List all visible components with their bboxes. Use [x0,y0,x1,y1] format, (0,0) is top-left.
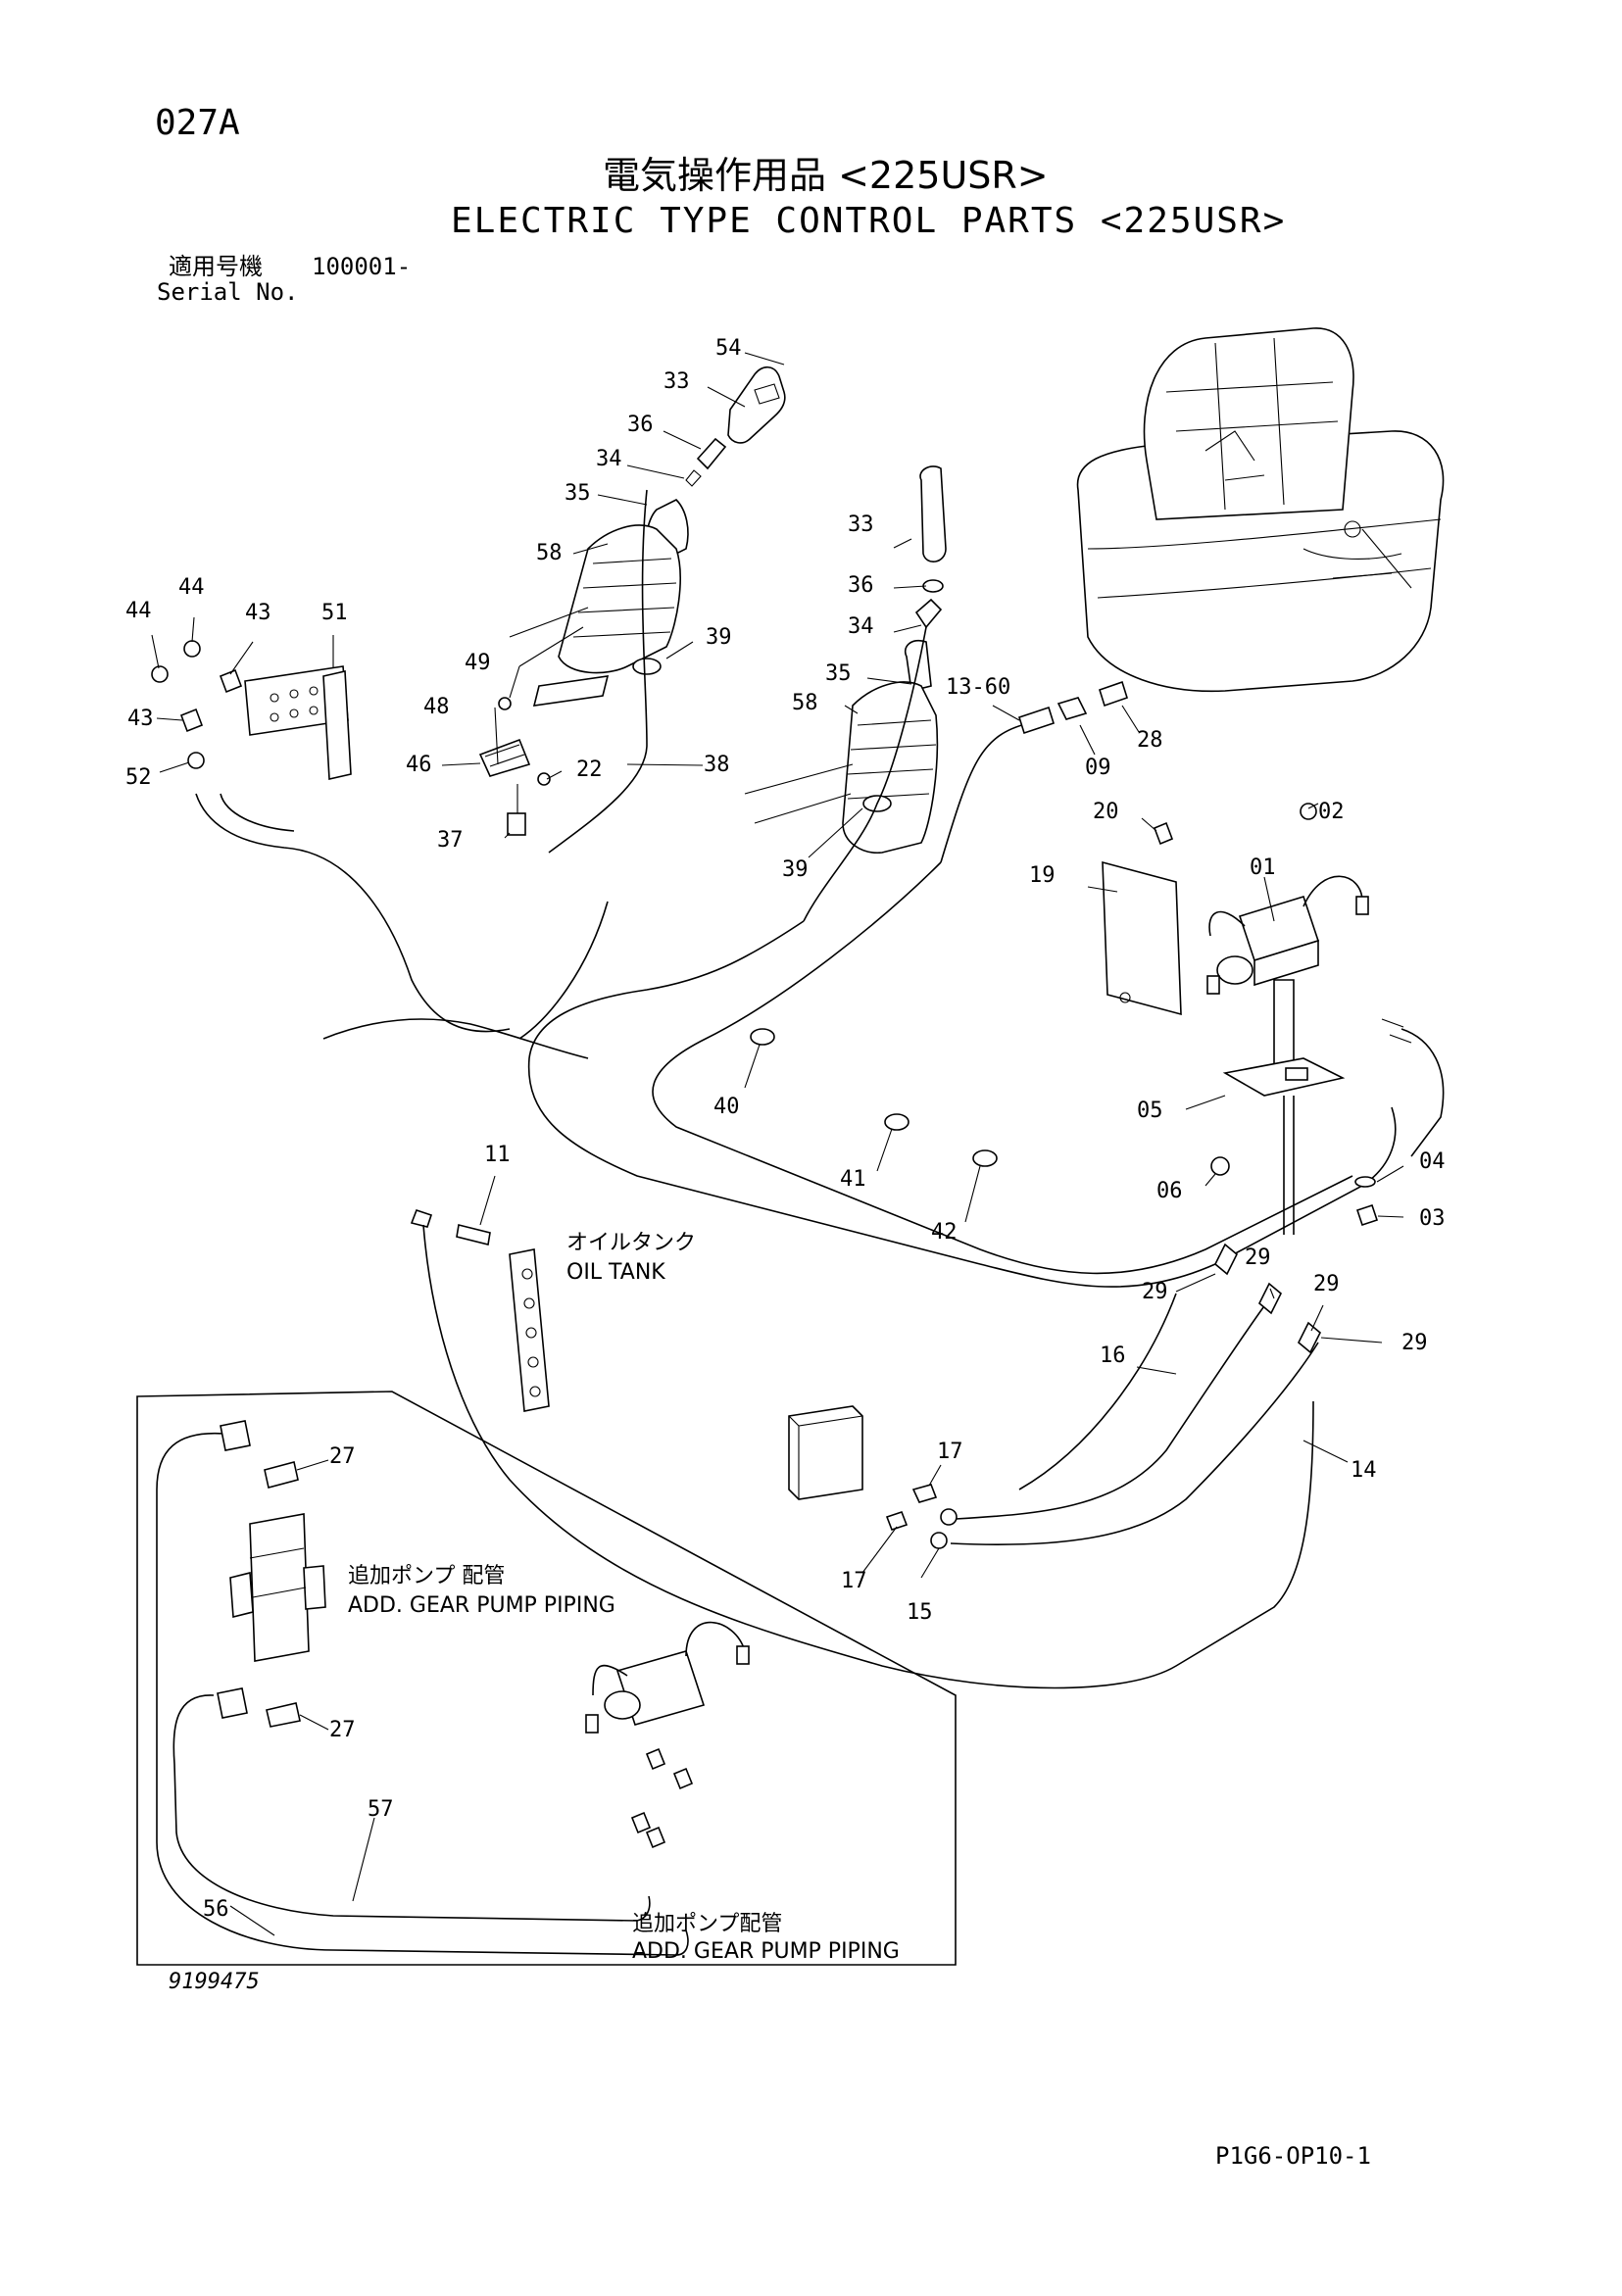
callout-52: 52 [125,765,152,790]
callout-34-lower: 34 [848,614,874,639]
annotations: オイルタンク OIL TANK 追加ポンプ 配管 ADD. GEAR PUMP … [348,1231,900,1964]
callout-14: 14 [1351,1458,1377,1483]
callout-01: 01 [1250,855,1276,880]
add-gear-pump-inset [136,1391,957,1966]
callout-39-lower: 39 [782,857,809,882]
sheet-code: P1G6-OP10-1 [1215,2142,1371,2170]
callout-29-c: 29 [1313,1272,1340,1296]
callout-35-lower: 35 [825,661,852,686]
callout-28: 28 [1137,728,1163,753]
callout-27-bottom: 27 [329,1718,356,1742]
callout-06: 06 [1156,1179,1183,1203]
callout-39-upper: 39 [706,625,732,650]
callout-54: 54 [715,336,742,361]
drawing-number: 9199475 [169,1970,260,1994]
cab-illustration [1076,327,1445,693]
oil-tank-label-jp: オイルタンク [566,1231,696,1255]
add-pump-label-en-2: ADD. GEAR PUMP PIPING [632,1939,900,1964]
callout-11: 11 [484,1143,511,1167]
callout-29-d: 29 [1401,1331,1428,1355]
callout-42: 42 [931,1220,958,1245]
callout-09: 09 [1085,756,1111,780]
callout-29-a: 29 [1245,1246,1271,1270]
add-pump-label-en-1: ADD. GEAR PUMP PIPING [348,1593,615,1618]
callout-43-left: 43 [127,707,154,731]
callout-44-top: 44 [178,575,205,600]
callout-58-upper: 58 [536,541,563,565]
callout-36-upper: 36 [627,413,654,437]
callout-36-lower: 36 [848,573,874,598]
callout-04: 04 [1419,1149,1446,1174]
serial-number-value: 100001- [312,253,412,280]
serial-label-japanese: 適用号機 [169,253,263,280]
add-pump-label-jp-2: 追加ポンプ配管 [632,1912,782,1936]
page-code: 027A [155,103,240,143]
callout-48: 48 [423,695,450,719]
callout-17-bottom: 17 [841,1569,867,1593]
callout-03: 03 [1419,1206,1446,1231]
callout-17-top: 17 [937,1440,963,1464]
callout-43-top: 43 [245,601,271,625]
callout-34-upper: 34 [596,447,622,471]
page-title-english: ELECTRIC TYPE CONTROL PARTS <225USR> [451,201,1287,241]
callout-58-lower: 58 [792,691,818,715]
serial-label-english: Serial No. [157,278,299,306]
leader-lines [151,352,1404,1936]
callout-29-b: 29 [1142,1280,1168,1304]
right-joystick-assembly [478,366,786,854]
callout-35-upper: 35 [565,481,591,506]
callout-51: 51 [321,601,348,625]
callout-16: 16 [1100,1343,1126,1368]
page-title-japanese: 電気操作用品 <225USR> [603,154,1049,197]
part-callouts: 54 33 36 34 35 58 49 39 48 46 22 38 37 3… [125,336,1446,1922]
harness-clips [750,1028,998,1167]
callout-56: 56 [203,1897,229,1922]
callout-27-top: 27 [329,1444,356,1469]
callout-05: 05 [1137,1099,1163,1123]
callout-37: 37 [437,828,464,853]
add-pump-label-jp-1: 追加ポンプ 配管 [348,1564,505,1588]
callout-40: 40 [713,1095,740,1119]
callout-13-60: 13-60 [946,675,1010,700]
hose-block-and-lines [788,1243,1321,1549]
oil-tank-label-en: OIL TANK [566,1260,665,1285]
callout-22: 22 [576,757,603,782]
callout-20: 20 [1093,800,1119,824]
oil-tank-port-plate [410,1208,1314,1689]
callout-57: 57 [368,1797,394,1822]
callout-38: 38 [704,753,730,777]
callout-33-lower: 33 [848,513,874,537]
solenoid-valve-assembly [1102,803,1379,1235]
pilot-hose-13-60 [940,680,1128,863]
callout-15: 15 [907,1600,933,1625]
callout-44-left: 44 [125,599,152,623]
callout-02: 02 [1318,800,1345,824]
callout-41: 41 [840,1167,866,1192]
left-joystick-assembly [744,465,947,922]
callout-19: 19 [1029,863,1056,888]
callout-49: 49 [465,651,491,675]
callout-33-upper: 33 [664,369,690,394]
callout-46: 46 [406,753,432,777]
switch-bracket-51 [151,640,511,1033]
